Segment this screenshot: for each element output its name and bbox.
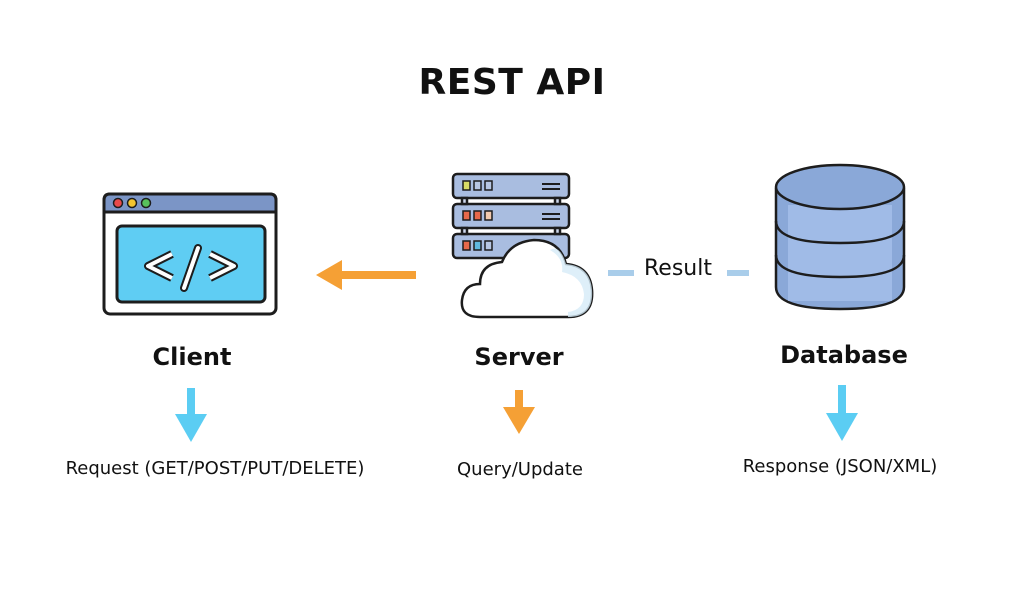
database-down-arrow — [826, 385, 858, 441]
database-label: Database — [780, 341, 908, 369]
result-dash-left — [608, 270, 634, 276]
server-to-client-arrow — [316, 260, 416, 290]
server-label: Server — [474, 343, 564, 371]
result-label: Result — [644, 256, 712, 281]
client-down-arrow — [175, 388, 207, 442]
server-cloud-icon — [451, 172, 594, 319]
server-down-arrow — [503, 390, 535, 434]
browser-code-icon — [102, 192, 278, 316]
database-icon — [774, 163, 906, 311]
result-dash-right — [727, 270, 749, 276]
client-label: Client — [152, 343, 232, 371]
client-description: Request (GET/POST/PUT/DELETE) — [65, 458, 365, 479]
diagram-title: REST API — [418, 62, 606, 103]
server-description: Query/Update — [457, 459, 583, 480]
database-description: Response (JSON/XML) — [742, 456, 938, 477]
